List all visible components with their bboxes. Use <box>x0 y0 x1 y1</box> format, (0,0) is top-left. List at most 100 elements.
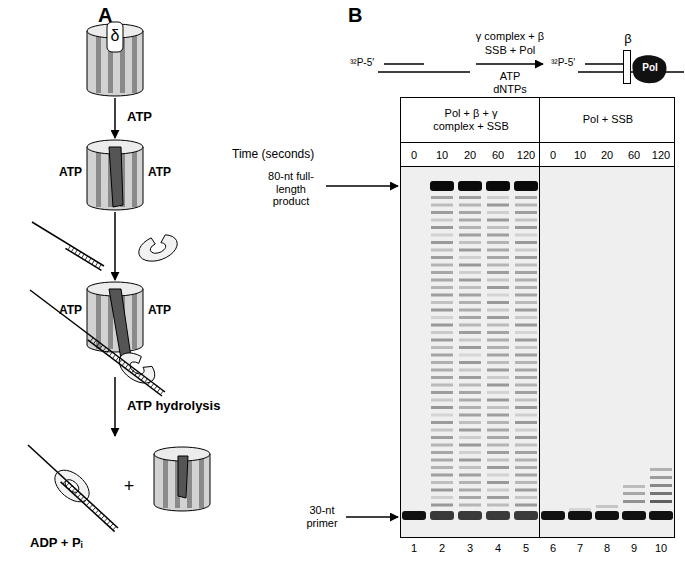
gel-band <box>431 466 453 469</box>
gel-band <box>515 421 537 424</box>
time-point: 10 <box>565 149 595 162</box>
dna-primer-strand <box>61 482 115 532</box>
dna-primer-strand <box>88 340 162 396</box>
clamp-loader-stripe <box>132 289 137 349</box>
gel-band <box>515 211 537 214</box>
gel-band <box>459 339 481 342</box>
beta-clamp: β <box>623 50 631 84</box>
band-label: 30-nt primer <box>300 504 344 529</box>
gel-band <box>459 219 481 222</box>
gel-band <box>650 468 672 471</box>
node-text: Pol + β + γ complex + SSB <box>431 107 511 132</box>
gel-band <box>515 271 537 274</box>
gel-band <box>515 451 537 454</box>
base-pair-tick <box>71 248 74 252</box>
dna-template-strand <box>32 222 104 266</box>
base-pair-tick <box>116 357 119 361</box>
lane-group-header: Pol + SSB <box>539 97 675 143</box>
dna-primer-strand <box>65 248 101 270</box>
gel-band <box>459 429 481 432</box>
gel-band <box>431 249 453 252</box>
gel-band <box>459 294 481 297</box>
base-pair-tick <box>82 254 85 258</box>
gel-band <box>487 241 509 244</box>
primer-band <box>458 511 482 520</box>
artwork <box>28 22 684 538</box>
clamp-loader-body <box>154 454 210 511</box>
clamp-loading-complex: ATPATP <box>40 282 190 375</box>
reagent-label: SSB + Pol <box>455 44 565 57</box>
template-strand <box>378 71 470 73</box>
delta-subunit <box>109 289 131 359</box>
clamp-loader-stripe <box>96 31 101 93</box>
polymerase: Pol <box>631 54 669 84</box>
gel-band <box>515 466 537 469</box>
gel-band <box>459 301 481 304</box>
panel-letter: B <box>348 4 378 27</box>
gel-band <box>431 421 453 424</box>
clamp-loader-stripe <box>163 454 168 508</box>
gel-band <box>515 339 537 342</box>
base-pair-tick <box>110 524 113 528</box>
gel-band <box>459 466 481 469</box>
gel-band <box>487 294 509 297</box>
gel-band <box>487 481 509 484</box>
gel-band <box>459 444 481 447</box>
base-pair-tick <box>148 381 151 385</box>
clamp-loader <box>87 140 143 210</box>
gel-band <box>487 361 509 364</box>
gel-band <box>431 481 453 484</box>
gel-band <box>515 354 537 357</box>
base-pair-tick <box>75 250 78 254</box>
gel-band <box>596 505 618 508</box>
base-pair-tick <box>113 526 116 530</box>
gel-band <box>650 500 672 503</box>
node-text: ATP <box>148 166 190 180</box>
gel-band <box>459 384 481 387</box>
lane-number: 1 <box>402 542 426 555</box>
gel-band <box>431 414 453 417</box>
clamp-loader <box>87 282 143 359</box>
gel-band <box>515 249 537 252</box>
lane-number: 5 <box>514 542 538 555</box>
gel-band <box>459 436 481 439</box>
gel-band <box>487 489 509 492</box>
gel-band <box>459 481 481 484</box>
atp-bound-complex: ATPATP <box>40 140 190 210</box>
gel-divider <box>539 97 540 538</box>
reaction-arrow <box>114 377 116 436</box>
gel-band <box>515 234 537 237</box>
full-length-band <box>430 181 454 191</box>
gel-band <box>431 346 453 349</box>
gel-band <box>459 264 481 267</box>
base-pair-tick <box>95 510 98 514</box>
full-length-band <box>514 181 538 191</box>
gel-band <box>487 421 509 424</box>
node-text: β <box>618 32 638 47</box>
gel-band <box>487 249 509 252</box>
gel-band <box>487 301 509 304</box>
base-pair-tick <box>92 260 95 264</box>
gel-band <box>459 256 481 259</box>
gel-band <box>459 249 481 252</box>
dna <box>28 445 118 532</box>
gel-band <box>515 376 537 379</box>
gel-band <box>515 256 537 259</box>
node-text: ADP + Pᵢ <box>30 536 150 551</box>
gel-band <box>459 421 481 424</box>
gel-band <box>515 279 537 282</box>
base-pair-tick <box>75 491 78 495</box>
gel-band <box>487 339 509 342</box>
base-pair-tick <box>89 505 92 509</box>
lane-number: 4 <box>486 542 510 555</box>
loaded-clamp-products: ADP + Pᵢ <box>20 438 220 558</box>
gel-band <box>431 444 453 447</box>
primer-band <box>541 511 565 520</box>
gel-band <box>431 196 453 199</box>
gel-band <box>431 429 453 432</box>
gel-band <box>459 241 481 244</box>
gel-band <box>487 309 509 312</box>
dna <box>30 290 165 396</box>
gel-band <box>487 466 509 469</box>
